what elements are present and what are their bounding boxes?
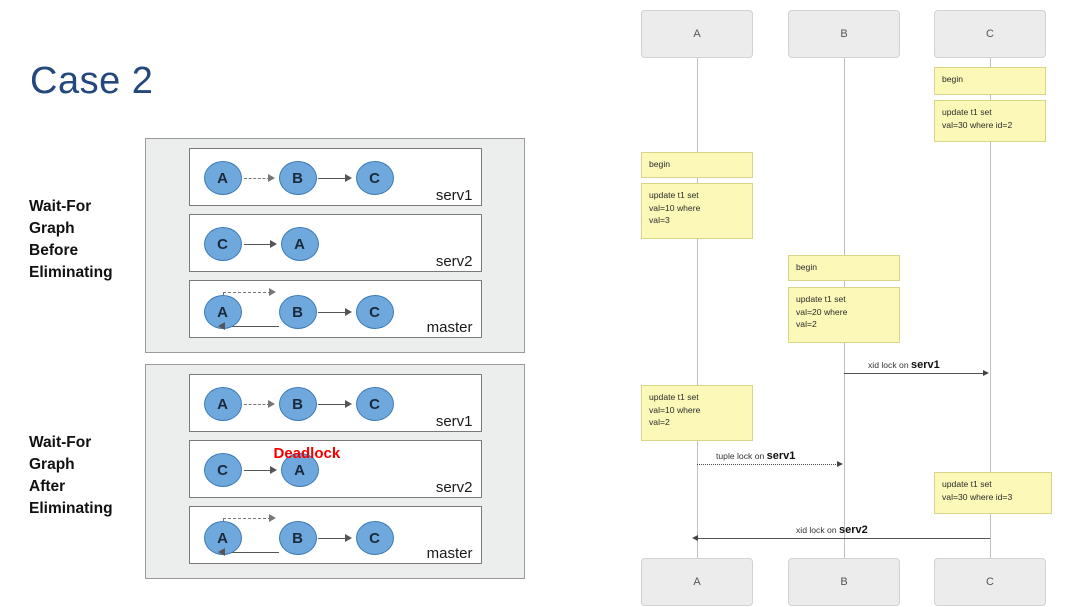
note-b-begin: begin [788, 255, 900, 281]
server-label-serv2: serv2 [435, 253, 473, 270]
message-line-c-to-a [697, 538, 990, 539]
note-c-update-1: update t1 set val=30 where id=2 [934, 100, 1046, 142]
edge-c-to-a-arrowhead [269, 240, 277, 248]
sequence-diagram: A B C begin update t1 set val=30 where i… [620, 0, 1080, 607]
edge-a-to-b-arrowhead [267, 400, 275, 408]
actor-box-b-bottom[interactable]: B [788, 558, 900, 606]
message-line-a-to-b [697, 464, 838, 465]
wfg-row-serv2-after: C A Deadlock serv2 [188, 440, 482, 498]
edge-b-to-c-solid [317, 312, 348, 313]
edge-b-to-a-arrowhead [217, 548, 225, 556]
wfg-node-c: C [203, 453, 242, 487]
edge-a-to-b-dashed [243, 404, 270, 405]
message-arrowhead-c-to-a [692, 534, 698, 541]
wfg-node-b: B [278, 521, 317, 555]
wfg-node-c: C [355, 161, 394, 195]
wfg-node-a: A [203, 161, 242, 195]
wfg-node-b: B [278, 387, 317, 421]
edge-b-to-c-arrowhead [344, 400, 352, 408]
edge-a-to-b-arrowhead [267, 174, 275, 182]
server-label-serv1: serv1 [435, 413, 473, 430]
wfg-node-a: A [280, 453, 319, 487]
edge-b-to-c-arrowhead [344, 174, 352, 182]
note-a-begin: begin [641, 152, 753, 178]
lifeline-c [990, 58, 992, 558]
server-label-serv1: serv1 [435, 187, 473, 204]
wfg-node-c: C [355, 295, 394, 329]
message-label-xid-lock-serv1-bc: xid lock on serv1 [868, 359, 940, 371]
edge-a-to-b-arrowhead [268, 288, 276, 296]
wfg-node-a: A [280, 227, 319, 261]
page-title: Case 2 [30, 60, 154, 102]
wfg-row-master-before: A B C master [188, 280, 482, 338]
actor-box-c-bottom[interactable]: C [934, 558, 1046, 606]
deadlock-annotation: Deadlock [273, 445, 341, 462]
edge-c-to-a-solid [243, 470, 273, 471]
edge-c-to-a-solid [243, 244, 273, 245]
edge-b-to-a-arrowhead [217, 322, 225, 330]
note-b-update-1: update t1 set val=20 where val=2 [788, 287, 900, 343]
edge-b-to-c-solid [317, 404, 348, 405]
edge-b-to-c-arrowhead [344, 534, 352, 542]
edge-b-to-c-arrowhead [344, 308, 352, 316]
note-c-update-2: update t1 set val=30 where id=3 [934, 472, 1052, 514]
note-a-update-2: update t1 set val=10 where val=2 [641, 385, 753, 441]
edge-a-to-b-dashed [222, 292, 271, 293]
edge-c-to-a-arrowhead [269, 466, 277, 474]
message-label-tuple-lock-serv1-ab: tuple lock on serv1 [716, 450, 796, 462]
actor-box-a-bottom[interactable]: A [641, 558, 753, 606]
server-label-master: master [426, 319, 473, 336]
message-label-xid-lock-serv2-ca: xid lock on serv2 [796, 524, 868, 536]
edge-a-to-b-arrowhead [268, 514, 276, 522]
edge-b-to-c-solid [317, 178, 348, 179]
lifeline-a [697, 58, 699, 558]
edge-a-to-b-dashed [243, 178, 270, 179]
edge-b-to-c-solid [317, 538, 348, 539]
message-arrowhead-a-to-b [837, 460, 843, 467]
wfg-row-serv1-after: A B C serv1 [188, 374, 482, 432]
message-line-b-to-c [844, 373, 984, 374]
edge-b-to-a-solid [222, 552, 279, 553]
wfg-row-master-after: A B C master [188, 506, 482, 564]
wait-for-graph-panel-after: A B C serv1 C A Deadlock serv2 A B C mas… [145, 364, 525, 579]
server-label-master: master [426, 545, 473, 562]
actor-box-a-top[interactable]: A [641, 10, 753, 58]
server-label-serv2: serv2 [435, 479, 473, 496]
message-arrowhead-b-to-c [983, 369, 989, 376]
wfg-node-c: C [355, 387, 394, 421]
wfg-node-a: A [203, 387, 242, 421]
actor-box-c-top[interactable]: C [934, 10, 1046, 58]
wfg-row-serv1-before: A B C serv1 [188, 148, 482, 206]
caption-wait-for-graph-before: Wait-For Graph Before Eliminating [29, 198, 113, 281]
note-a-update-1: update t1 set val=10 where val=3 [641, 183, 753, 239]
wfg-node-c: C [203, 227, 242, 261]
note-c-begin: begin [934, 67, 1046, 95]
caption-wait-for-graph-after: Wait-For Graph After Eliminating [29, 434, 113, 517]
wfg-node-b: B [278, 295, 317, 329]
actor-box-b-top[interactable]: B [788, 10, 900, 58]
wait-for-graph-panel-before: A B C serv1 C A serv2 A B C master [145, 138, 525, 353]
edge-b-to-a-solid [222, 326, 279, 327]
edge-a-to-b-dashed [222, 518, 271, 519]
wfg-node-b: B [278, 161, 317, 195]
wfg-node-c: C [355, 521, 394, 555]
wfg-row-serv2-before: C A serv2 [188, 214, 482, 272]
